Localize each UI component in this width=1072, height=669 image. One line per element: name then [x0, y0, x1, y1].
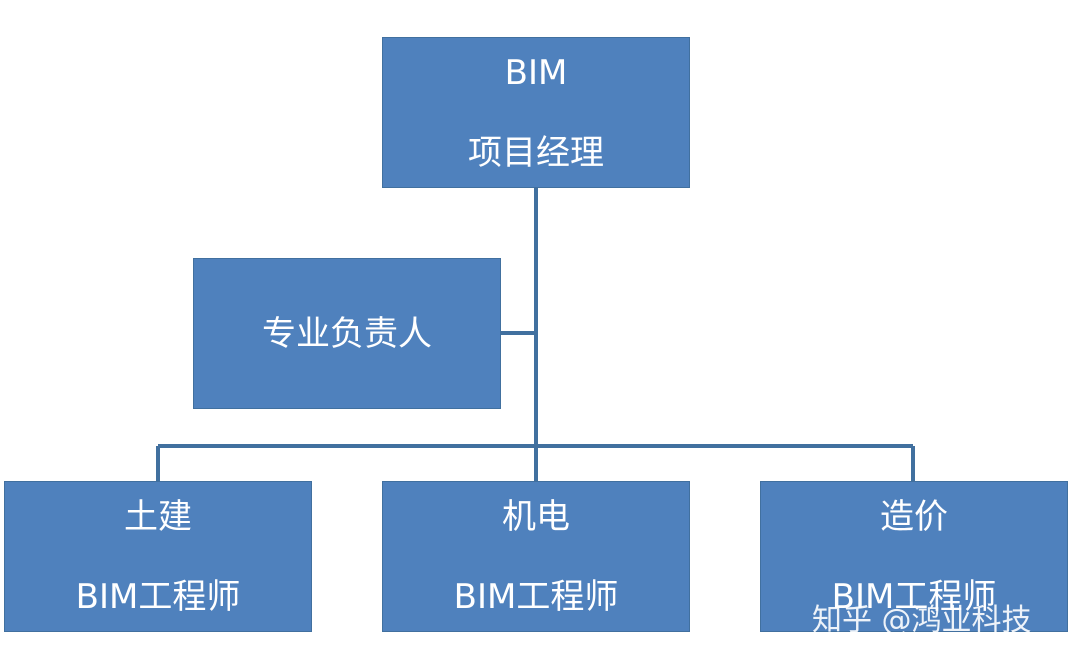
- node-mep-bim-engineer: 机电 BIM工程师: [382, 481, 690, 632]
- node-role: 项目经理: [468, 132, 604, 173]
- node-role: BIM工程师: [453, 576, 619, 617]
- node-role: BIM工程师: [831, 576, 997, 617]
- node-role: BIM工程师: [75, 576, 241, 617]
- node-cost-bim-engineer: 造价 BIM工程师: [760, 481, 1068, 632]
- node-title: 机电: [502, 496, 570, 537]
- node-title: BIM: [504, 52, 568, 93]
- node-title: 专业负责人: [262, 313, 432, 354]
- watermark: 知乎 @鸿业科技: [812, 603, 1032, 638]
- node-civil-bim-engineer: 土建 BIM工程师: [4, 481, 312, 632]
- node-title: 造价: [880, 496, 948, 537]
- node-title: 土建: [124, 496, 192, 537]
- node-discipline-lead: 专业负责人: [193, 258, 501, 409]
- node-bim-project-manager: BIM 项目经理: [382, 37, 690, 188]
